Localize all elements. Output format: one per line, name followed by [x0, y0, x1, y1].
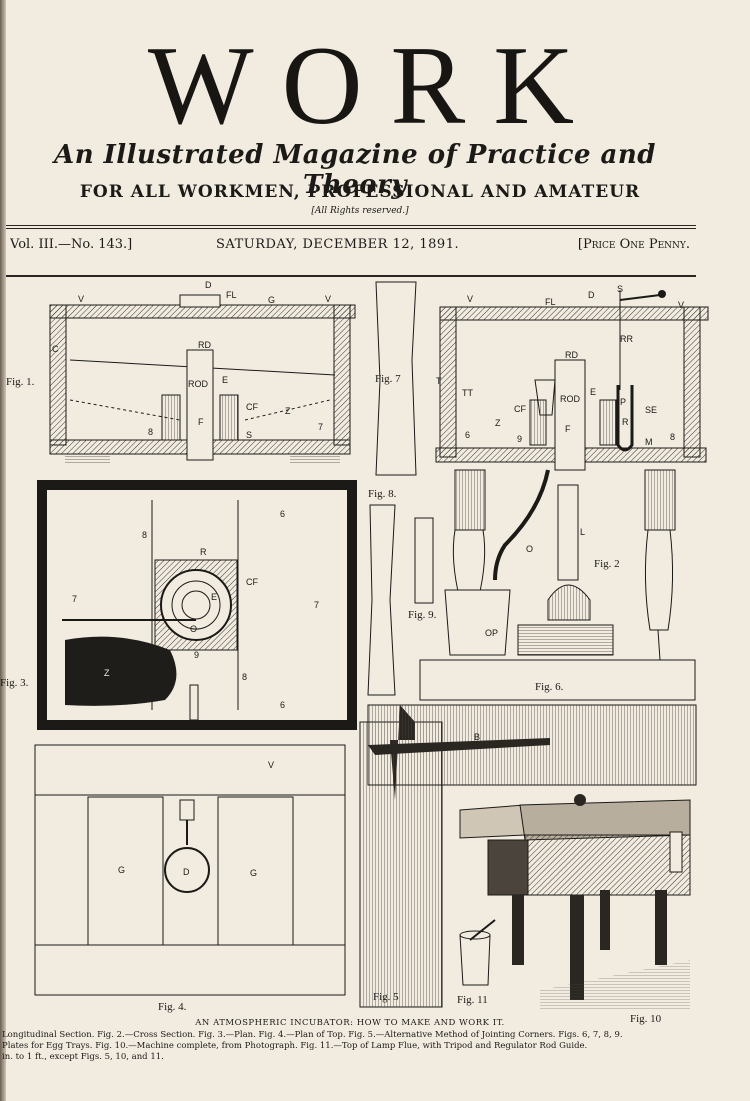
magazine-subtitle: An Illustrated Magazine of Practice and … [54, 140, 656, 200]
fig3-letter-cf: CF [246, 577, 258, 587]
issue-rule-bottom [6, 275, 696, 277]
caption-line-1: Longitudinal Section. Fig. 2.—Cross Sect… [2, 1030, 623, 1040]
fig2-letter-l: L [580, 527, 585, 537]
fig1-letter-cf: CF [246, 402, 258, 412]
issue-price: [Price One Penny. [577, 237, 690, 252]
fig1-letter-c: C [52, 344, 59, 354]
fig6-tray-plate: Fig. 6. [419, 659, 696, 701]
issue-rule-top-double [6, 228, 696, 229]
fig2-letter-se: SE [645, 405, 657, 415]
fig2-label: Fig. 2 [594, 558, 620, 570]
fig3-letter-e: E [211, 592, 217, 602]
fig2-letter-v1: V [467, 294, 473, 304]
fig1-letter-g: G [268, 295, 275, 305]
fig1-letter-f: F [198, 417, 204, 427]
fig8-corner-joint: B [367, 704, 697, 786]
fig3-letter-8b: 8 [242, 672, 247, 682]
binding-gutter [0, 0, 6, 1101]
fig2-letter-r: R [622, 417, 629, 427]
fig2-letter-cf: CF [514, 404, 526, 414]
fig3-letter-z: Z [104, 668, 110, 678]
fig3-letter-6a: 6 [280, 509, 285, 519]
caption-line-3: in. to 1 ft., except Figs. 5, 10, and 11… [2, 1052, 164, 1062]
fig1-letter-8: 8 [148, 427, 153, 437]
issue-line: Vol. III.—No. 143.] SATURDAY, DECEMBER 1… [6, 237, 696, 261]
fig2-letter-e: E [590, 387, 596, 397]
fig8-label: Fig. 8. [368, 488, 397, 500]
fig3-letter-8a: 8 [142, 530, 147, 540]
fig2-letter-f: F [565, 424, 571, 434]
fig3-letter-7b: 7 [314, 600, 319, 610]
issue-rule-top [6, 225, 696, 226]
fig2-letter-o: O [526, 544, 533, 554]
fig2-letter-rd: RD [565, 350, 578, 360]
fig2-letter-s: S [617, 284, 623, 294]
fig3-letter-9: 9 [194, 650, 199, 660]
caption-line-2: Plates for Egg Trays. Fig. 10.—Machine c… [2, 1041, 588, 1051]
fig11-lamp-flue-top: Fig. 11 [457, 919, 496, 1006]
fig6-label: Fig. 6. [535, 681, 564, 693]
fig8-letter-b: B [474, 732, 480, 742]
fig2-cross-section: V V FL D S RR RD ROD E F CF Z P R SE M T… [435, 284, 709, 661]
fig4-letter-v: V [268, 760, 274, 770]
fig5-label: Fig. 5 [373, 991, 399, 1003]
fig1-letter-z: Z [285, 406, 291, 416]
fig2-letter-m: M [645, 437, 653, 447]
fig3-label: Fig. 3. [0, 677, 29, 689]
fig4-plan-of-top: V G D G Fig. 4. [34, 744, 346, 1013]
fig10-machine-complete: Fig. 10 [459, 794, 691, 1025]
fig2-letter-6: 6 [465, 430, 470, 440]
fig2-letter-p: P [620, 397, 626, 407]
fig2-letter-t: T [436, 376, 442, 386]
magazine-title: WORK [147, 24, 603, 148]
fig4-letter-g2: G [250, 868, 257, 878]
fig10-label: Fig. 10 [630, 1013, 662, 1025]
fig3-letter-r: R [200, 547, 207, 557]
fig1-letter-fl: FL [226, 290, 237, 300]
fig1-letter-s: S [246, 430, 252, 440]
fig3-letter-6b: 6 [280, 700, 285, 710]
fig1-letter-rd: RD [198, 340, 211, 350]
fig4-label: Fig. 4. [158, 1001, 187, 1013]
fig2-letter-9: 9 [517, 434, 522, 444]
fig2-letter-d: D [588, 290, 595, 300]
masthead: WORK An Illustrated Magazine of Practice… [0, 0, 750, 230]
magazine-tagline: FOR ALL WORKMEN, PROFESSIONAL AND AMATEU… [79, 182, 641, 202]
fig2-letter-v2: V [678, 300, 684, 310]
fig9-label: Fig. 9. [408, 609, 437, 621]
fig1-letter-e: E [222, 375, 228, 385]
fig2-letter-8: 8 [670, 432, 675, 442]
fig7-label: Fig. 7 [375, 373, 401, 385]
fig3-letter-c: C [40, 612, 47, 622]
fig2-letter-rod: ROD [560, 394, 581, 404]
fig2-letter-z: Z [495, 418, 501, 428]
fig3-plan: 8 6 R CF E O 7 7 9 Z 8 6 C Fig. 3. [0, 480, 357, 730]
fig2-letter-rr: RR [620, 334, 633, 344]
fig3-letter-o: O [190, 624, 197, 634]
fig4-letter-g1: G [118, 865, 125, 875]
fig3-letter-7a: 7 [72, 594, 77, 604]
fig1-longitudinal-section: V V D FL G RD ROD E F CF Z 8 S 7 C Fig. … [6, 280, 356, 463]
fig7-tray-plate: Fig. 7 [375, 281, 417, 476]
fig2-letter-tt: TT [462, 388, 473, 398]
fig1-letter-7: 7 [318, 422, 323, 432]
fig1-letter-rod: ROD [188, 379, 209, 389]
issue-date: SATURDAY, DECEMBER 12, 1891. [216, 237, 460, 252]
fig1-label: Fig. 1. [6, 376, 35, 388]
fig11-label: Fig. 11 [457, 994, 488, 1006]
fig1-letter-d: D [205, 280, 212, 290]
fig1-letter-v2: V [325, 294, 331, 304]
fig2-letter-op: OP [485, 628, 498, 638]
fig4-letter-d: D [183, 867, 190, 877]
fig1-letter-v1: V [78, 294, 84, 304]
issue-volume: Vol. III.—No. 143.] [10, 237, 133, 252]
fig2-letter-fl: FL [545, 297, 556, 307]
caption-title: AN ATMOSPHERIC INCUBATOR: HOW TO MAKE AN… [195, 1018, 505, 1028]
rights-notice: [All Rights reserved.] [311, 206, 409, 216]
